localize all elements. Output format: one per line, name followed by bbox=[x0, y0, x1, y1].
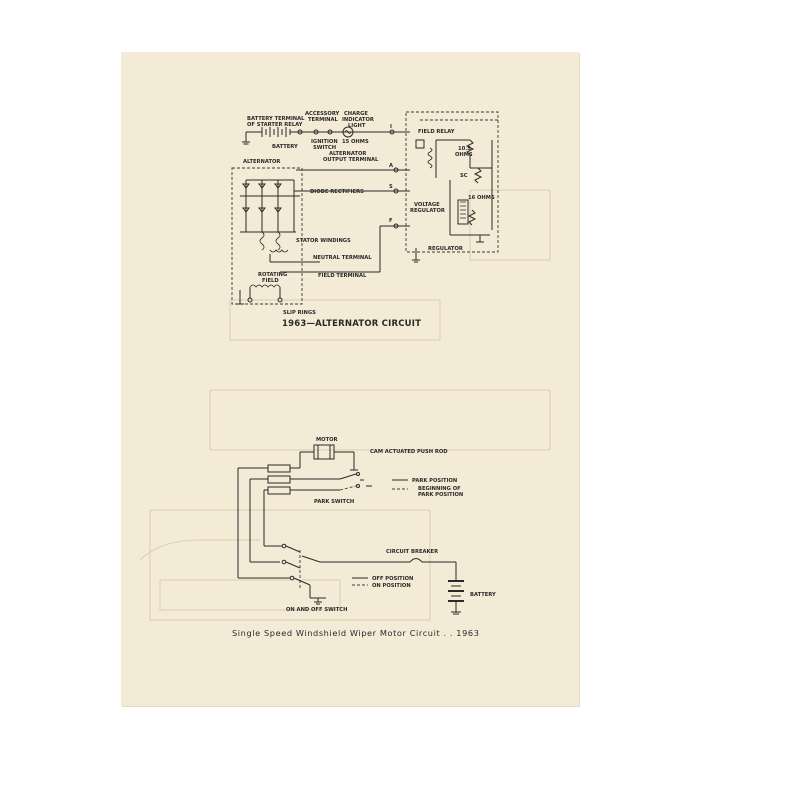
label-field: FIELD bbox=[262, 278, 279, 284]
stator-windings bbox=[259, 231, 320, 263]
label-battery-terminal-1: BATTERY TERMINAL bbox=[247, 116, 305, 122]
wiper-battery-symbol bbox=[448, 580, 464, 615]
label-rotating: ROTATING bbox=[258, 272, 287, 278]
label-light: LIGHT bbox=[348, 123, 366, 129]
alternator-caption: 1963—ALTERNATOR CIRCUIT bbox=[282, 319, 421, 329]
label-circuit-breaker: CIRCUIT BREAKER bbox=[386, 549, 438, 555]
label-term-f: F bbox=[389, 218, 393, 224]
charge-indicator-lamp bbox=[342, 126, 354, 138]
starter-terminal bbox=[297, 129, 303, 135]
label-on-off-switch: ON AND OFF SWITCH bbox=[286, 607, 347, 613]
label-voltage: VOLTAGE bbox=[414, 202, 440, 208]
label-park-switch: PARK SWITCH bbox=[314, 499, 354, 505]
svg-text:BATTERY TERMINAL: BATTERY TERMINAL bbox=[247, 116, 305, 122]
regulator-box bbox=[405, 111, 499, 253]
label-cam-push-rod: CAM ACTUATED PUSH ROD bbox=[370, 449, 448, 455]
label-10-5: 10.5 bbox=[458, 146, 471, 152]
label-alternator-output-2: OUTPUT TERMINAL bbox=[323, 157, 379, 163]
label-beginning-of: BEGINNING OF bbox=[418, 486, 461, 492]
label-alternator-output-1: ALTERNATOR bbox=[329, 151, 366, 157]
document-page bbox=[121, 52, 579, 706]
label-charge: CHARGE bbox=[344, 111, 368, 117]
label-ignition-switch: SWITCH bbox=[313, 145, 336, 151]
label-field-terminal: FIELD TERMINAL bbox=[318, 273, 367, 279]
label-battery-terminal-2: OF STARTER RELAY bbox=[247, 122, 303, 128]
label-accessory-terminal: TERMINAL bbox=[308, 117, 339, 123]
ignition-switch-point bbox=[327, 129, 333, 135]
circuit-breaker-symbol bbox=[409, 558, 423, 563]
label-stator-windings: STATOR WINDINGS bbox=[296, 238, 351, 244]
label-ignition: IGNITION bbox=[311, 139, 338, 145]
on-off-switch-symbol bbox=[281, 543, 410, 605]
motor-symbol bbox=[310, 444, 340, 460]
label-beginning-park-position: PARK POSITION bbox=[418, 492, 463, 498]
wiper-caption: Single Speed Windshield Wiper Motor Circ… bbox=[232, 628, 480, 638]
label-indicator: INDICATOR bbox=[342, 117, 374, 123]
label-battery: BATTERY bbox=[272, 144, 298, 150]
terminal-1 bbox=[267, 464, 291, 473]
label-15-ohms: 15 OHMS bbox=[342, 139, 369, 145]
rotating-field bbox=[236, 271, 300, 305]
label-neutral-terminal: NEUTRAL TERMINAL bbox=[313, 255, 372, 261]
label-alternator: ALTERNATOR bbox=[243, 159, 280, 165]
bleed-through bbox=[139, 189, 551, 621]
label-10-5-ohms: OHMS bbox=[455, 152, 473, 158]
battery-symbol bbox=[242, 127, 291, 145]
svg-text:OF STARTER RELAY: OF STARTER RELAY bbox=[247, 122, 303, 128]
label-term-s: S bbox=[389, 184, 393, 190]
label-slip-rings: SLIP RINGS bbox=[283, 310, 316, 316]
label-term-i: I bbox=[390, 124, 392, 130]
label-on-position: ON POSITION bbox=[372, 583, 411, 589]
label-wiper-battery: BATTERY bbox=[470, 592, 496, 598]
label-diode-rectifiers: DIODE RECTIFIERS bbox=[310, 189, 364, 195]
diode-rectifiers bbox=[240, 169, 300, 233]
alternator-box bbox=[231, 167, 303, 305]
accessory-terminal-point bbox=[313, 129, 319, 135]
label-sc: SC bbox=[460, 173, 468, 179]
label-regulator: REGULATOR bbox=[428, 246, 463, 252]
label-16-ohms: 16 OHMS bbox=[468, 195, 495, 201]
label-field-relay: FIELD RELAY bbox=[418, 129, 455, 135]
terminal-3 bbox=[267, 486, 291, 495]
label-park-position: PARK POSITION bbox=[412, 478, 457, 484]
wiper-circuit: MOTOR CAM ACTUATED PUSH ROD PARK POSITIO… bbox=[232, 437, 496, 638]
label-motor: MOTOR bbox=[316, 437, 338, 443]
label-regulator-1: REGULATOR bbox=[410, 208, 445, 214]
alternator-circuit: BATTERY TERMINAL OF STARTER RELAY BATTER… bbox=[231, 111, 500, 329]
terminal-2 bbox=[267, 475, 291, 484]
label-off-position: OFF POSITION bbox=[372, 576, 413, 582]
label-term-a: A bbox=[389, 163, 393, 169]
label-accessory: ACCESSORY bbox=[305, 111, 340, 117]
